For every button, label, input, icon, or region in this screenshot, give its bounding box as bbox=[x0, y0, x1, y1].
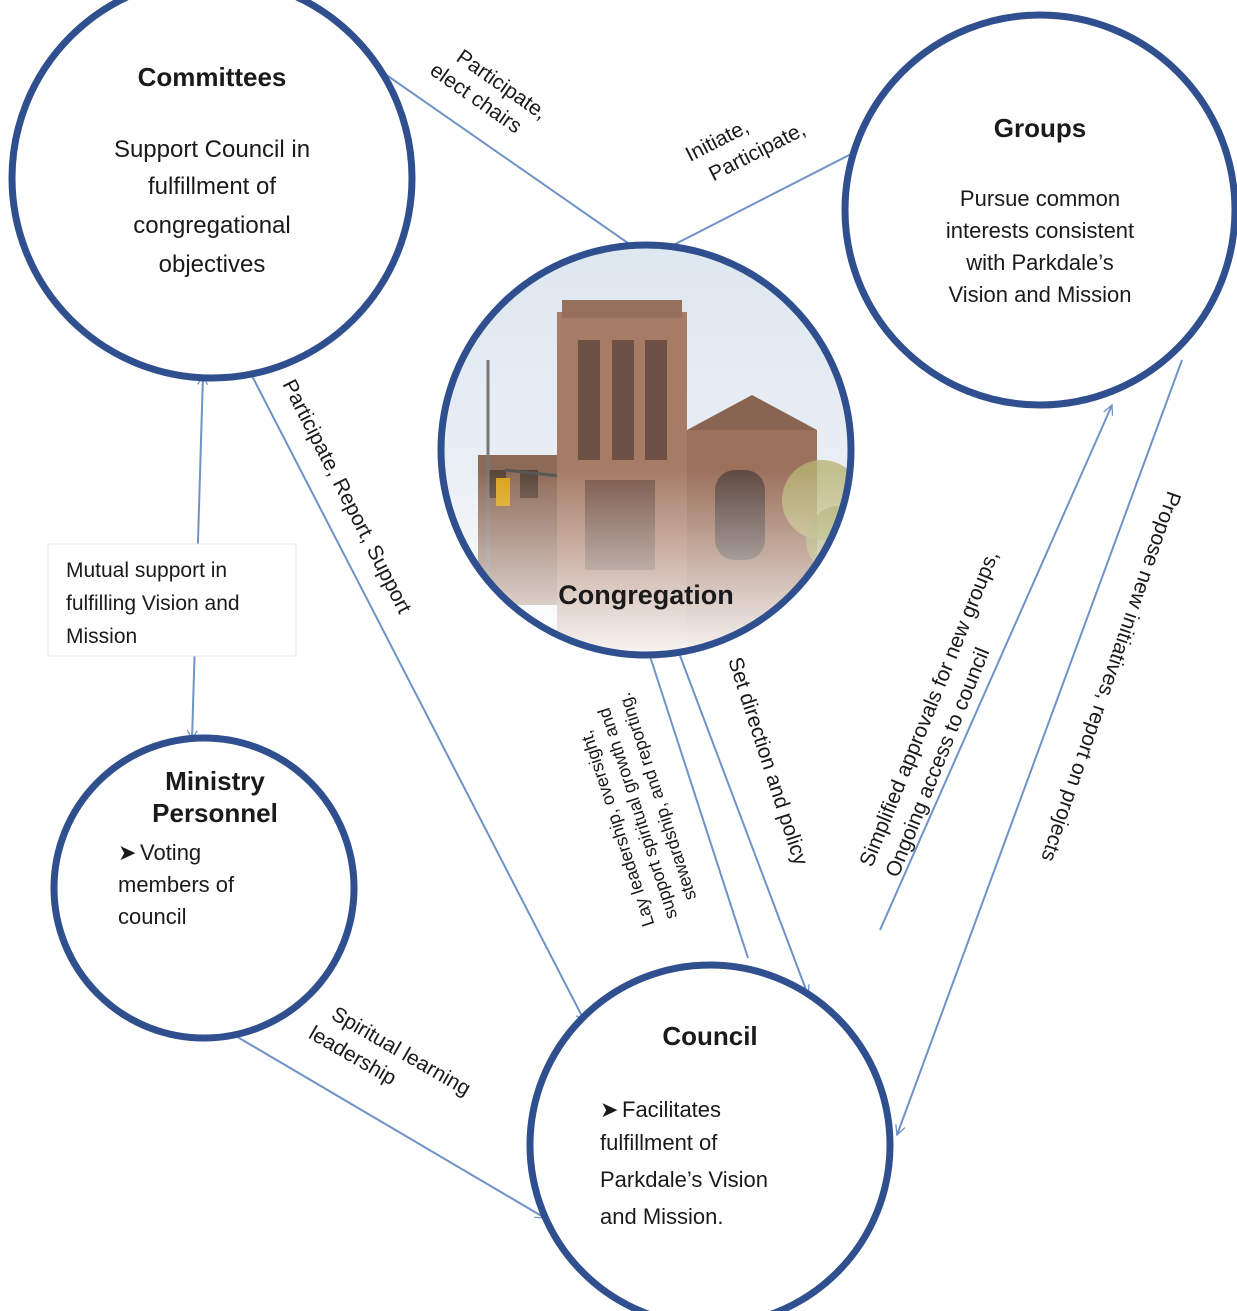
groups-desc-line-1: Pursue common bbox=[960, 186, 1120, 211]
committees-desc-line-1: Support Council in bbox=[114, 136, 310, 163]
ministry-bullet-icon: ➤ bbox=[118, 840, 136, 865]
council-title: Council bbox=[662, 1021, 757, 1051]
mutual-support-box: Mutual support in fulfilling Vision and … bbox=[47, 543, 297, 657]
committees-desc-line-4: objectives bbox=[159, 251, 266, 278]
congregation-circle bbox=[437, 241, 855, 659]
groups-circle bbox=[841, 11, 1237, 409]
propose-text: Propose new initiatives, report on proje… bbox=[1036, 488, 1185, 864]
set-direction-text: Set direction and policy bbox=[723, 654, 812, 868]
edge-congregation-to-committees bbox=[362, 58, 649, 258]
mutual-support-line-3: Mission bbox=[66, 625, 137, 648]
committees-title: Committees bbox=[138, 62, 287, 92]
label-propose-initiatives: Propose new initiatives, report on proje… bbox=[1036, 488, 1185, 864]
node-ministry-personnel: Ministry Personnel ➤ Voting members of c… bbox=[50, 734, 358, 1042]
committees-circle bbox=[8, 0, 416, 382]
label-initiate-participate: Initiate, Participate, bbox=[682, 115, 809, 186]
edge-groups-to-council bbox=[897, 359, 1183, 1135]
edge-ministry-to-council bbox=[211, 1021, 545, 1219]
groups-desc-line-3: with Parkdale’s bbox=[965, 250, 1114, 275]
groups-desc-line-4: Vision and Mission bbox=[948, 282, 1131, 307]
ministry-desc-line-2: members of bbox=[118, 872, 235, 897]
connectors bbox=[192, 58, 1183, 1219]
label-simplified-approvals: Simplified approvals for new groups, Ong… bbox=[855, 547, 1003, 880]
ministry-desc-line-3: council bbox=[118, 904, 186, 929]
edge-congregation-to-council bbox=[675, 644, 808, 995]
label-participate-report-support: Participate, Report, Support bbox=[278, 376, 416, 617]
node-committees: Committees Support Council in fulfillmen… bbox=[8, 0, 416, 382]
node-council: Council ➤ Facilitates fulfillment of Par… bbox=[526, 961, 894, 1311]
node-groups: Groups Pursue common interests consisten… bbox=[841, 11, 1237, 409]
council-bullet-icon: ➤ bbox=[600, 1097, 618, 1122]
groups-desc-line-2: interests consistent bbox=[946, 218, 1134, 243]
committees-desc-line-3: congregational bbox=[133, 212, 290, 239]
committees-desc-line-2: fulfillment of bbox=[148, 173, 276, 200]
groups-title: Groups bbox=[994, 113, 1086, 143]
council-desc-line-2: fulfillment of bbox=[600, 1130, 718, 1155]
simplified-line-1: Simplified approvals for new groups, bbox=[855, 547, 1003, 869]
label-set-direction: Set direction and policy bbox=[723, 654, 812, 868]
participate-report-text: Participate, Report, Support bbox=[278, 376, 416, 617]
label-participate-elect-chairs: Participate, elect chairs bbox=[426, 45, 552, 138]
congregation-title: Congregation bbox=[558, 580, 734, 610]
label-lay-leadership: Lay leadership, oversight, support spiri… bbox=[576, 690, 700, 929]
edge-committees-to-council bbox=[249, 371, 586, 1022]
church-image bbox=[441, 245, 851, 655]
mutual-support-line-2: fulfilling Vision and bbox=[66, 592, 240, 615]
edge-council-to-groups bbox=[879, 405, 1112, 931]
council-desc-line-3: Parkdale’s Vision bbox=[600, 1167, 768, 1192]
ministry-title-line-1: Ministry bbox=[165, 766, 265, 796]
edge-council-to-congregation bbox=[647, 647, 749, 959]
node-congregation: Congregation bbox=[437, 241, 855, 659]
ministry-title-line-2: Personnel bbox=[152, 798, 278, 828]
council-desc-line-1: Facilitates bbox=[622, 1097, 721, 1122]
council-circle bbox=[526, 961, 894, 1311]
mutual-support-line-1: Mutual support in bbox=[66, 559, 227, 582]
label-spiritual-learning: Spiritual learning leadership bbox=[305, 1002, 475, 1100]
ministry-circle bbox=[50, 734, 358, 1042]
council-desc-line-4: and Mission. bbox=[600, 1204, 724, 1229]
ministry-desc-line-1: Voting bbox=[140, 840, 201, 865]
